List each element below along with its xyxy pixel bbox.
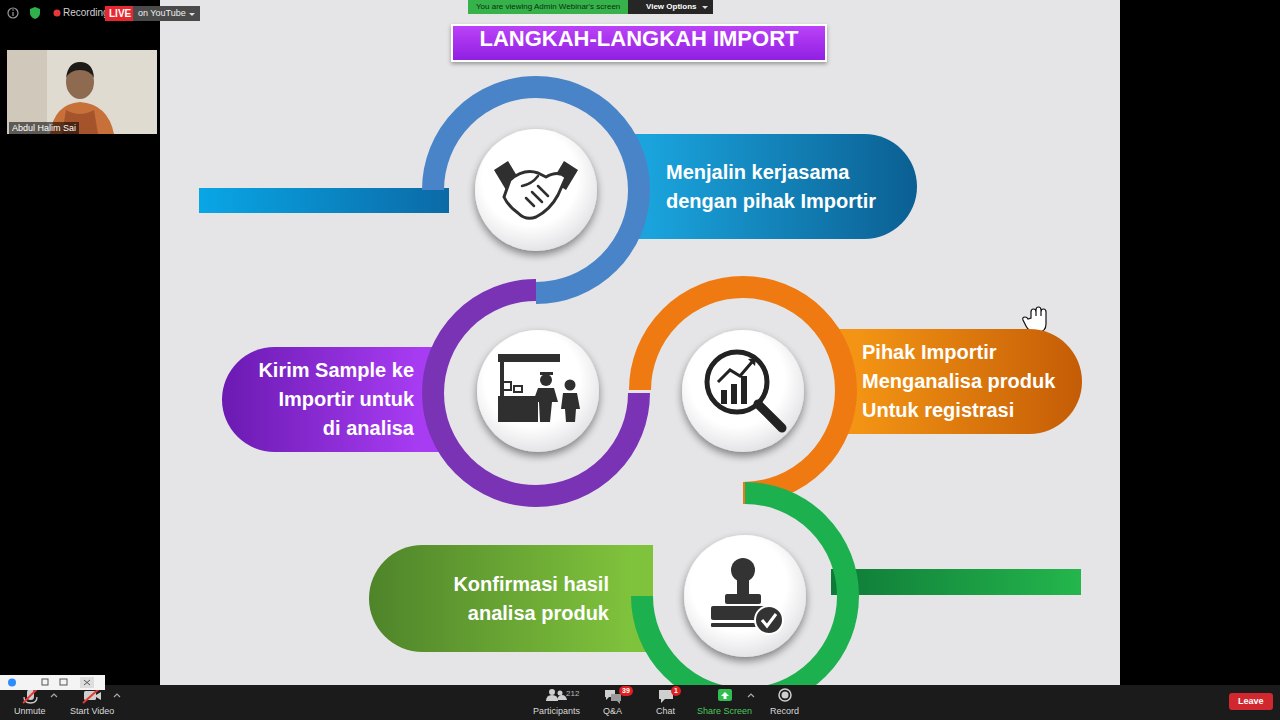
- toolbar-label: Chat: [656, 706, 675, 717]
- stamp-icon: [711, 558, 783, 634]
- icon-disc: [684, 535, 806, 657]
- leave-button: Leave: [1229, 693, 1273, 710]
- view-options-button: View Options: [628, 0, 713, 14]
- stream-target: on YouTube: [133, 6, 200, 21]
- slide-title: LANGKAH-LANGKAH IMPORT: [451, 24, 827, 62]
- orange-ring: [640, 287, 846, 493]
- step-band-green: Konfirmasi hasil analisa produk: [369, 545, 628, 652]
- participant-name: Abdul Halim Sai: [9, 122, 79, 134]
- icon-disc: [475, 129, 597, 251]
- webcam-thumbnail: [7, 50, 157, 134]
- icon-disc: [682, 330, 804, 452]
- step-band-orange: Pihak Importir Menganalisa produk Untuk …: [858, 329, 1082, 434]
- green-ring: [642, 493, 848, 699]
- toolbar-label: Participants: [533, 706, 580, 717]
- dropdown-caret: [189, 13, 195, 16]
- participant-count: 212: [566, 689, 579, 699]
- purple-ring: [433, 290, 639, 496]
- zoom-toolbar: [0, 685, 1280, 720]
- handshake-icon: [494, 161, 578, 218]
- viewing-banner: You are viewing Admin Webinar's screen: [468, 0, 628, 14]
- recording-status: Recording: [63, 7, 109, 19]
- analysis-icon: [707, 352, 782, 428]
- step-band-blue: Menjalin kerjasama dengan pihak Importir: [650, 134, 917, 239]
- step-text: Pihak Importir Menganalisa produk Untuk …: [862, 338, 1062, 425]
- live-badge: LIVE: [105, 6, 135, 21]
- floating-widget: [0, 675, 105, 690]
- toolbar-label: Q&A: [603, 706, 622, 717]
- toolbar-label: Share Screen: [697, 706, 752, 717]
- step-band-purple: Kirim Sample ke Importir untuk di analis…: [222, 347, 422, 452]
- step-text: Menjalin kerjasama dengan pihak Importir: [666, 158, 891, 216]
- market-stall-icon: [498, 354, 580, 422]
- step-text: Konfirmasi hasil analisa produk: [429, 570, 609, 628]
- toolbar-label: Unmute: [14, 706, 46, 717]
- toolbar-label: Record: [770, 706, 799, 717]
- step-text: Kirim Sample ke Importir untuk di analis…: [257, 356, 414, 443]
- blue-stub: [199, 188, 449, 213]
- zoom-status-icons: [8, 7, 61, 19]
- notification-badge: 39: [619, 686, 633, 696]
- notification-badge: 1: [671, 686, 681, 696]
- icon-disc: [477, 330, 599, 452]
- blue-ring: [433, 87, 639, 293]
- slide-background: [160, 0, 1120, 685]
- dropdown-caret: [702, 6, 708, 9]
- green-stub: [831, 569, 1081, 595]
- toolbar-label: Start Video: [70, 706, 114, 717]
